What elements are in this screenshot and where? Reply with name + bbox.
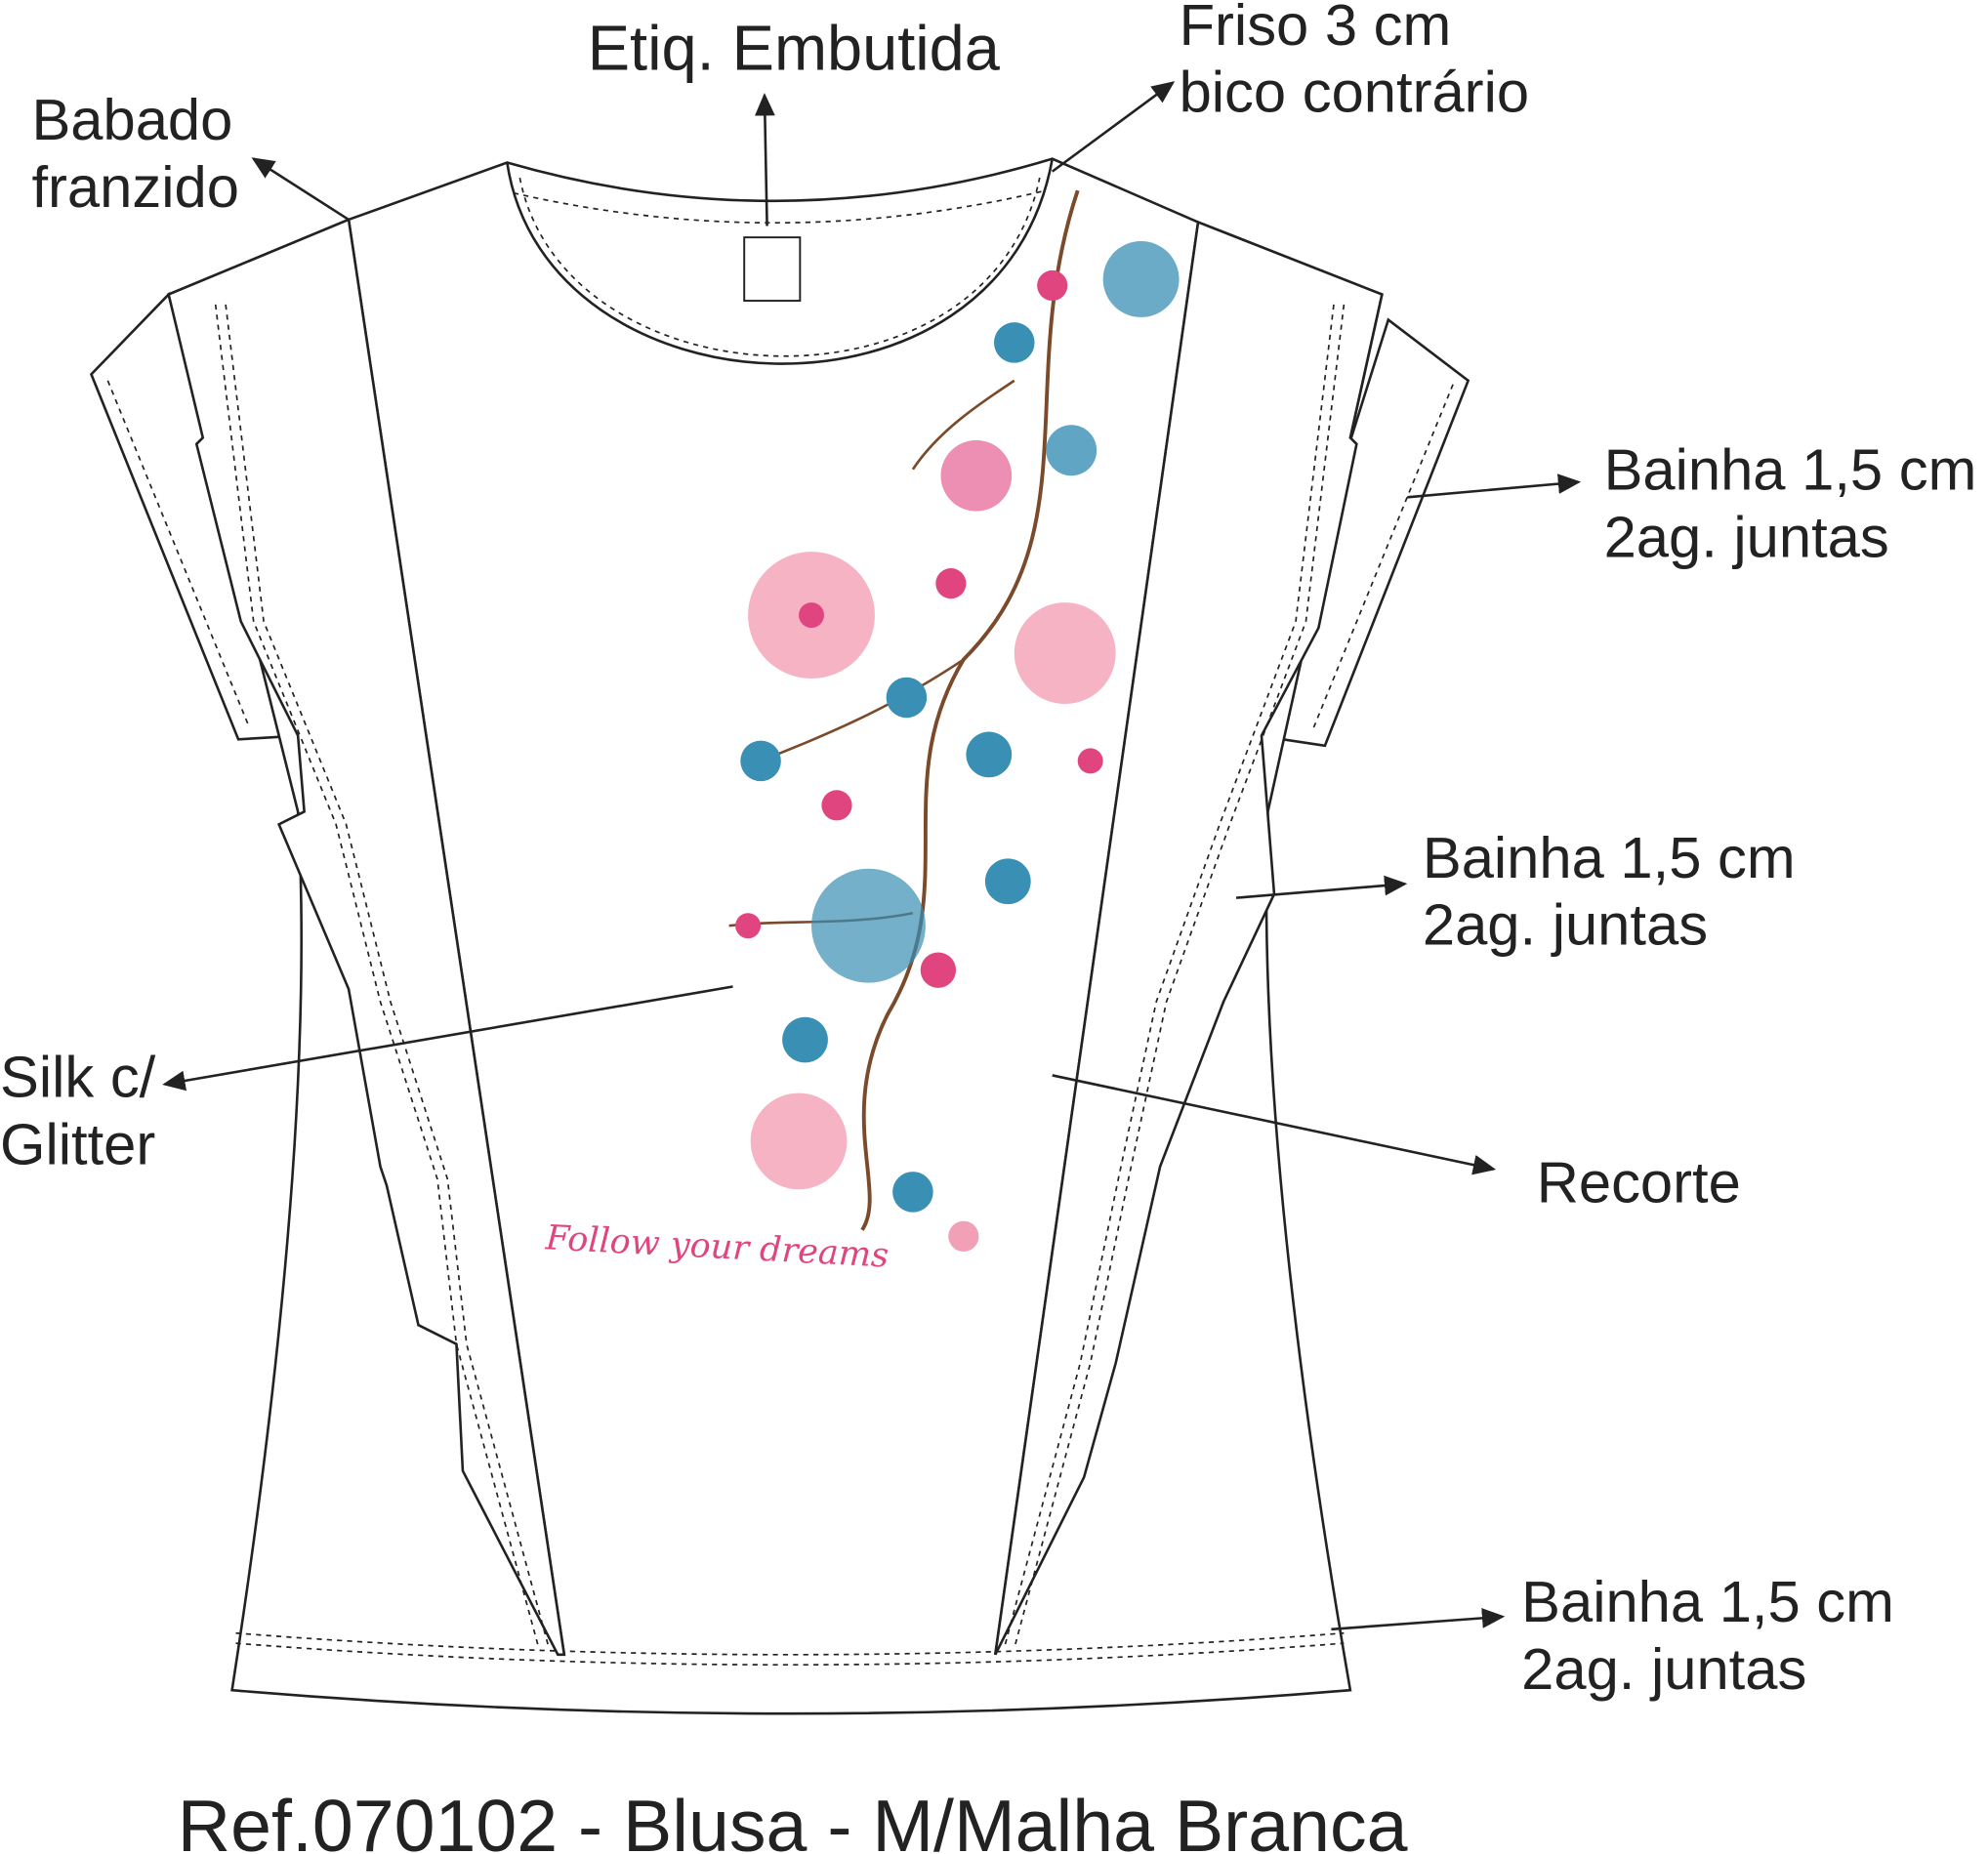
flower-teal (966, 731, 1013, 778)
right-ruffle-stitch-2 (1003, 304, 1335, 1649)
flower-pink (920, 952, 957, 988)
label-silk-2: Glitter (0, 1111, 155, 1176)
flower-pink (1077, 748, 1103, 774)
friso-leader (1051, 81, 1176, 173)
left-ruffle (167, 218, 566, 1657)
flower-pink (935, 568, 967, 599)
hem-stitch-2 (235, 1642, 1345, 1667)
neck-band-stitch (513, 189, 1047, 225)
butterfly (940, 439, 1013, 512)
etiqueta-leader (754, 93, 775, 227)
bainha-ruffle-leader (1235, 875, 1408, 899)
neckline (506, 158, 1055, 365)
hem-stitch (235, 1631, 1345, 1656)
bainha-hem-leader (1331, 1608, 1506, 1631)
flower-pink (1014, 602, 1116, 704)
flower-teal (740, 740, 781, 782)
label-bainha-sleeve-1: Bainha 1,5 cm (1604, 437, 1977, 503)
label-bainha-hem-2: 2ag. juntas (1521, 1636, 1806, 1702)
embedded-label (743, 236, 802, 303)
label-friso-1: Friso 3 cm (1180, 0, 1452, 58)
flower-teal (1046, 425, 1098, 476)
label-bainha-hem-1: Bainha 1,5 cm (1521, 1569, 1894, 1634)
flower-teal (984, 858, 1031, 905)
flower-pink (948, 1220, 979, 1252)
neckline-stitch (518, 177, 1041, 357)
right-sleeve-hem-stitch (1312, 384, 1454, 728)
label-bainha-ruffle-2: 2ag. juntas (1423, 892, 1708, 958)
flower-pink (1037, 269, 1068, 302)
right-ruffle-stitch (1013, 304, 1346, 1649)
flower-teal (1102, 241, 1180, 317)
recorte-leader (1052, 1074, 1497, 1175)
flower-pink (750, 1092, 848, 1190)
flower-teal (886, 677, 928, 719)
left-sleeve-hem-stitch (106, 380, 250, 726)
label-silk-1: Silk c/ (0, 1044, 156, 1109)
flower-pink (821, 790, 852, 821)
left-ruffle-stitch (214, 304, 540, 1649)
label-babado-1: Babado (31, 87, 232, 152)
label-etiqueta: Etiq. Embutida (588, 13, 1001, 84)
flower-pink (735, 913, 762, 939)
flower-teal (782, 1016, 828, 1063)
label-friso-2: bico contrário (1180, 60, 1530, 125)
branch (860, 189, 1080, 1231)
babado-leader (251, 157, 350, 222)
reference-title: Ref.070102 - Blusa - M/Malha Branca (178, 1785, 1408, 1854)
bainha-sleeve-leader (1407, 474, 1582, 499)
flower-pink-center (799, 602, 825, 629)
label-bainha-sleeve-2: 2ag. juntas (1604, 504, 1889, 569)
floral-print: Follow your dreams (544, 189, 1180, 1276)
label-bainha-ruffle-1: Bainha 1,5 cm (1423, 825, 1796, 890)
flower-teal (892, 1172, 933, 1213)
left-ruffle-stitch-2 (225, 304, 551, 1649)
label-recorte: Recorte (1537, 1149, 1741, 1215)
flower-teal (811, 868, 926, 983)
silk-leader (162, 985, 733, 1092)
flower-teal (994, 322, 1035, 363)
label-babado-2: franzido (31, 154, 238, 220)
